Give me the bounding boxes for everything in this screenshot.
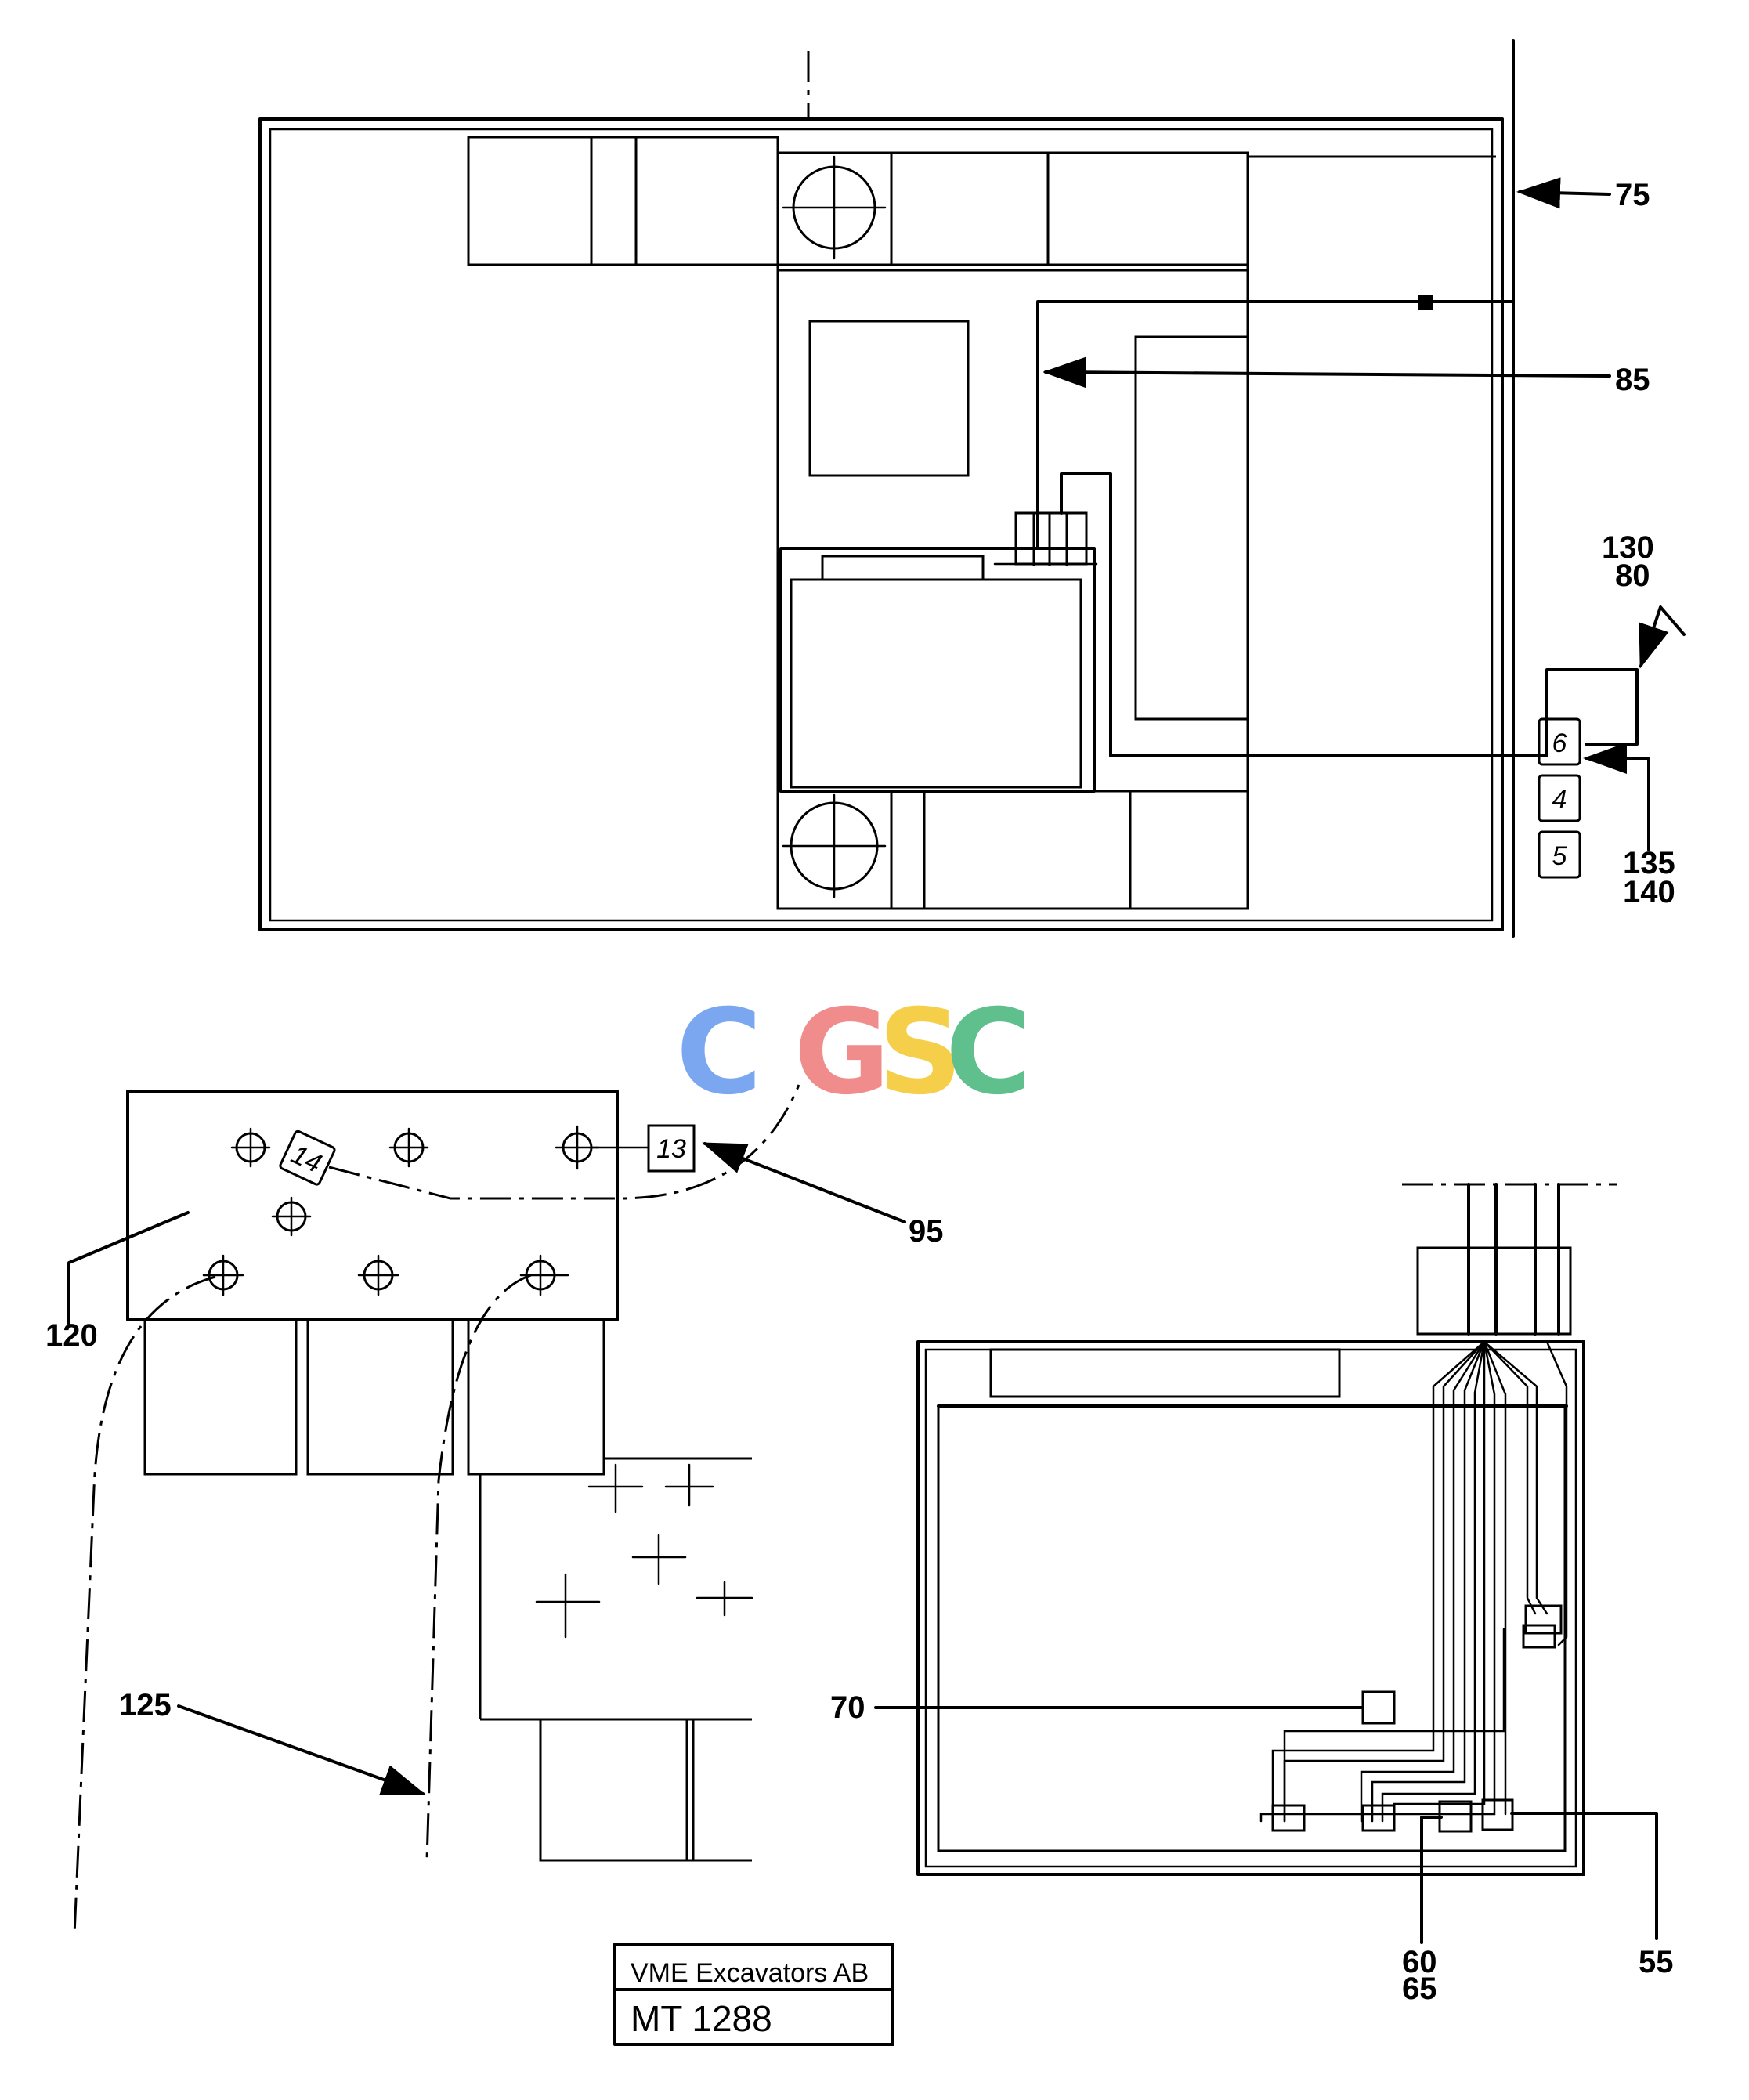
connector-block-icon xyxy=(1418,295,1433,310)
mounting-plate xyxy=(126,1090,619,1321)
harness-85 xyxy=(1036,300,1429,550)
part-tag-14: 14 xyxy=(279,1130,336,1186)
callout-95: 95 xyxy=(909,1214,944,1249)
callout-140: 140 xyxy=(1623,875,1675,909)
callout-80: 80 xyxy=(1615,558,1650,593)
side-channel xyxy=(1134,335,1249,721)
callout-55: 55 xyxy=(1639,1945,1674,1979)
callout-130: 130 xyxy=(1602,530,1654,565)
relay-block xyxy=(467,1318,605,1476)
harness-135 xyxy=(1060,472,1521,757)
callout-65: 65 xyxy=(1402,1972,1437,2006)
top-strip xyxy=(467,136,779,266)
callout-75: 75 xyxy=(1615,178,1650,212)
connector-bracket xyxy=(1014,511,1088,566)
relay-block xyxy=(143,1318,298,1476)
watermark-letter: C xyxy=(945,985,1032,1121)
part-tag-label: 13 xyxy=(656,1134,686,1164)
watermark-letter: S xyxy=(878,985,963,1121)
panel-inner-frame xyxy=(269,128,1494,922)
lower-box-outer xyxy=(779,547,1096,793)
callout-70: 70 xyxy=(830,1690,865,1725)
connector-plug xyxy=(1271,1804,1306,1832)
bolt-hole-icon xyxy=(202,1254,244,1296)
box-lid-strip xyxy=(989,1348,1341,1398)
leader-55 xyxy=(1510,1812,1658,1940)
leader-95 xyxy=(702,1142,906,1223)
connector-plug xyxy=(1438,1800,1473,1833)
leader-120 xyxy=(67,1211,190,1325)
leader-135 xyxy=(1583,743,1650,851)
callout-85: 85 xyxy=(1615,363,1650,397)
cable-95 xyxy=(328,1084,800,1200)
center-square-cover xyxy=(808,320,970,477)
leader-125 xyxy=(177,1704,426,1795)
wire-harness xyxy=(1259,1340,1568,1823)
bolt-hole-icon xyxy=(271,1196,312,1237)
bolt-hole-icon xyxy=(230,1127,271,1168)
callout-120: 120 xyxy=(45,1318,98,1353)
relay-tag-6 xyxy=(1538,717,1581,766)
relay-tag-label: 6 xyxy=(1552,728,1567,758)
relay-tag-label: 5 xyxy=(1552,841,1567,871)
mounting-plate-view: 14 13 95 120 1 xyxy=(45,1084,944,1936)
leader-130 xyxy=(1639,605,1686,669)
bolt-hole-icon xyxy=(357,1254,399,1296)
lower-box-inner xyxy=(790,578,1082,789)
cross-mark xyxy=(535,1463,753,1639)
panel-outer-frame xyxy=(258,117,1504,931)
box-outer xyxy=(916,1340,1585,1876)
cable-125b xyxy=(425,1274,532,1861)
relay-tag-5 xyxy=(1538,830,1581,879)
box-inner xyxy=(924,1348,1577,1868)
top-panel-view: 6 4 5 75 85 130 80 135 140 xyxy=(258,39,1686,938)
leader-85 xyxy=(1043,356,1611,389)
callout-60: 60 xyxy=(1402,1945,1437,1979)
watermark-logo: C G S C xyxy=(676,985,1032,1121)
box-tray xyxy=(937,1404,1567,1852)
leader-75 xyxy=(1516,177,1611,209)
relay-connector xyxy=(1522,1624,1556,1649)
drawing-number: MT 1288 xyxy=(631,1998,772,2039)
lower-bolt-housing xyxy=(776,790,893,910)
relay-tag-4 xyxy=(1538,774,1581,822)
watermark-letter: C xyxy=(676,985,762,1121)
connector-70 xyxy=(1361,1690,1396,1725)
electrical-box-view: 70 60 65 55 xyxy=(830,1183,1674,2006)
callout-135: 135 xyxy=(1623,846,1675,880)
leader-60 xyxy=(1420,1816,1443,1944)
relay-connector xyxy=(1524,1604,1563,1635)
base-block xyxy=(539,1718,695,1862)
company-name: VME Excavators AB xyxy=(631,1958,869,1988)
bolt-hole-icon xyxy=(388,1127,429,1168)
harness-130 xyxy=(1518,668,1639,757)
callout-125: 125 xyxy=(119,1688,172,1722)
relay-block xyxy=(306,1318,454,1476)
relay-tag-label: 4 xyxy=(1552,785,1567,815)
watermark-letter: G xyxy=(793,985,890,1121)
cable-125a xyxy=(73,1275,216,1936)
top-bracket xyxy=(1416,1246,1572,1336)
title-block: VME Excavators AB MT 1288 xyxy=(613,1943,894,2046)
connector-plug xyxy=(1361,1804,1396,1832)
